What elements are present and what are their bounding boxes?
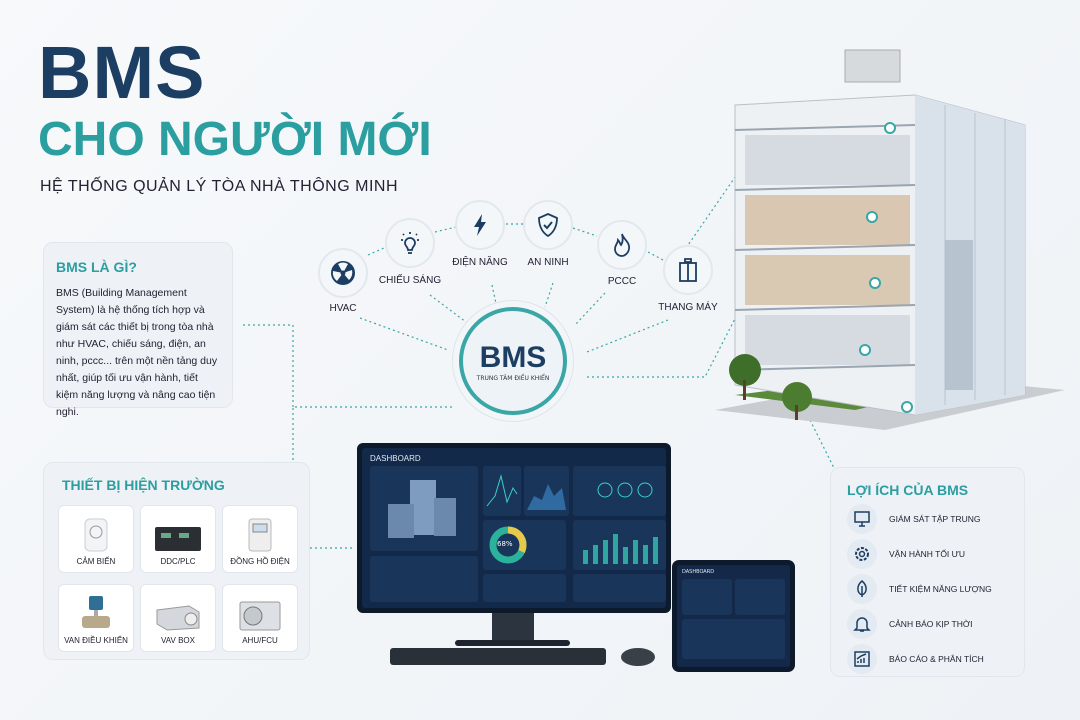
field-devices-title: THIẾT BỊ HIỆN TRƯỜNG [62,477,225,493]
power-label: ĐIỆN NĂNG [452,257,508,268]
device-vav-box[interactable]: VAV BOX [140,584,216,652]
dashboard-title: DASHBOARD [370,454,421,463]
donut-panel: 68% [483,520,566,570]
main-title: BMS [38,31,206,114]
device-label: ĐỒNG HỒ ĐIỆN [230,557,290,566]
trend-panel-2 [573,574,666,602]
lighting-label: CHIẾU SÁNG [378,275,442,286]
monitor-stand [492,613,534,643]
rooftop-unit [844,49,901,83]
device-label: VAV BOX [161,636,195,645]
power-node[interactable] [455,200,505,250]
tablet-dashboard-title: DASHBOARD [682,569,715,575]
keyboard[interactable] [390,648,606,665]
trend-panel-1 [483,574,566,602]
field-devices-card: THIẾT BỊ HIỆN TRƯỜNG CẢM BIẾN DDC/PLC ĐỒ… [43,462,310,660]
security-node[interactable] [523,200,573,250]
lightbulb-icon [401,232,419,254]
benefit-item: BÁO CÁO & PHÂN TÍCH [847,644,1008,674]
fan-icon [331,261,355,285]
device-control-valve[interactable]: VAN ĐIỀU KHIỂN [58,584,134,652]
sensor-icon [84,518,108,552]
chart-icon [854,651,870,667]
bell-icon [853,617,871,632]
benefit-label: GIÁM SÁT TẬP TRUNG [889,514,981,524]
area-chart-panel [524,466,569,516]
what-is-bms-card: BMS LÀ GÌ? BMS (Building Management Syst… [43,242,233,418]
hvac-node[interactable] [318,248,368,298]
tagline: HỆ THỐNG QUẢN LÝ TÒA NHÀ THÔNG MINH [40,178,398,195]
what-is-body: BMS (Building Management System) là hệ t… [56,287,218,418]
donut-label: 68% [497,540,513,548]
benefit-label: VẬN HÀNH TỐI ƯU [889,549,966,559]
benefit-item: CẢNH BÁO KỊP THỜI [847,609,1008,639]
security-label: AN NINH [527,257,569,268]
hub-subtitle: TRUNG TÂM ĐIỀU KHIỂN [476,374,550,382]
line-chart-panel-1 [483,466,521,516]
vav-box-icon [156,605,200,631]
device-ddc-plc[interactable]: DDC/PLC [140,505,216,573]
shield-check-icon [538,213,558,238]
tablet-screen[interactable]: DASHBOARD [677,565,790,667]
fire-label: PCCC [607,276,637,287]
tablet: DASHBOARD [672,560,795,672]
device-label: VAN ĐIỀU KHIỂN [64,636,128,645]
hub-title: BMS [479,340,547,374]
mouse[interactable] [621,648,655,666]
building-3d-icon [388,480,456,538]
benefit-item: GIÁM SÁT TẬP TRUNG [847,504,1008,534]
ahu-icon [239,601,281,631]
dashboard-monitor: DASHBOARD 68% [357,443,671,613]
dashboard-screen[interactable]: DASHBOARD 68% [362,448,666,608]
device-ahu-fcu[interactable]: AHU/FCU [222,584,298,652]
device-sensor[interactable]: CẢM BIẾN [58,505,134,573]
meter-icon [248,518,272,552]
benefits-card: LỢI ÍCH CỦA BMS GIÁM SÁT TẬP TRUNG VẬN H… [830,467,1025,677]
monitor-icon [854,511,870,527]
monitor-base [455,640,570,646]
valve-icon [82,596,110,628]
plc-icon [155,527,201,551]
lighting-node[interactable] [385,218,435,268]
device-label: AHU/FCU [242,636,278,645]
hvac-label: HVAC [329,303,357,314]
benefit-label: BÁO CÁO & PHÂN TÍCH [889,654,984,664]
main-subtitle: CHO NGƯỜI MỚI [38,113,432,166]
bms-hub[interactable]: BMS TRUNG TÂM ĐIỀU KHIỂN [452,300,574,422]
fire-icon [614,233,630,257]
device-label: CẢM BIẾN [76,557,116,566]
fire-node[interactable] [597,220,647,270]
gauge-panel [370,556,478,602]
benefits-title: LỢI ÍCH CỦA BMS [847,482,969,498]
leaf-icon [857,580,867,597]
bar-chart-panel [573,520,666,570]
building-panel [370,466,478,551]
benefit-label: TIẾT KIỆM NĂNG LƯỢNG [889,584,992,594]
elevator-icon [679,258,697,282]
benefit-item: TIẾT KIỆM NĂNG LƯỢNG [847,574,1008,604]
device-power-meter[interactable]: ĐỒNG HỒ ĐIỆN [222,505,298,573]
building-illustration [715,49,1065,430]
device-label: DDC/PLC [160,557,196,566]
elevator-node[interactable] [663,245,713,295]
what-is-title: BMS LÀ GÌ? [56,259,137,275]
status-panel [573,466,666,516]
benefit-label: CẢNH BÁO KỊP THỜI [889,619,973,629]
gear-icon [855,547,869,561]
elevator-label: THANG MÁY [658,302,718,313]
lightning-icon [474,214,486,236]
benefit-item: VẬN HÀNH TỐI ƯU [847,539,1008,569]
